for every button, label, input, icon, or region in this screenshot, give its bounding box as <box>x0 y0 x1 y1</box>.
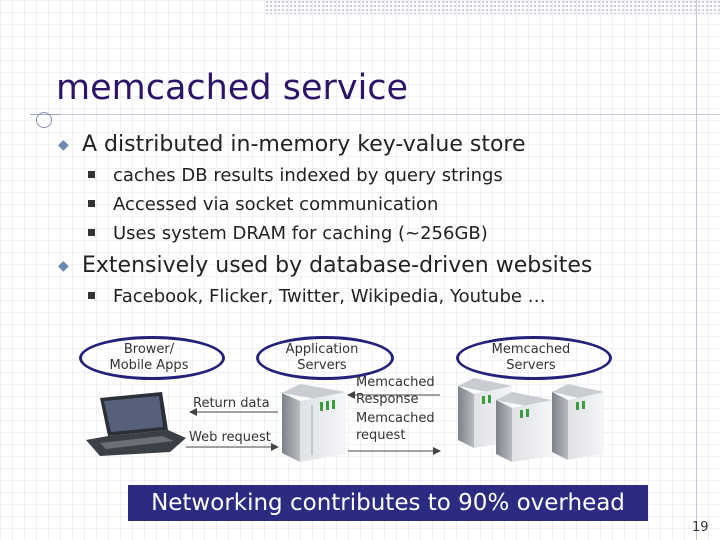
memcached-request-line2: request <box>356 428 406 443</box>
app-server-ellipse <box>256 336 394 380</box>
top-dotted-band <box>265 0 720 14</box>
memcached-response-line1: Memcached <box>356 375 435 390</box>
page-number: 19 <box>692 520 709 535</box>
sub-bullet-text: Uses system DRAM for caching (~256GB) <box>113 223 488 244</box>
mem-label-line2: Servers <box>506 358 556 373</box>
app-label-line1: Application <box>285 342 359 357</box>
memcached-server-ellipse <box>456 336 612 380</box>
memcached-server-icon <box>552 384 604 460</box>
application-server-icon <box>282 384 346 462</box>
laptop-icon <box>86 392 186 456</box>
memcached-request-label: Memcached request <box>356 410 435 444</box>
memcached-server-label: Memcached Servers <box>486 342 576 374</box>
mem-label-line1: Memcached <box>491 342 571 357</box>
memcached-response-label: Memcached Response <box>356 374 435 408</box>
title-rule-circle <box>36 112 52 128</box>
slide-title: memcached service <box>56 68 409 108</box>
overhead-banner: Networking contributes to 90% overhead <box>128 485 648 521</box>
bullet-1-text: A distributed in-memory key-value store <box>82 132 526 157</box>
client-label-line2: Mobile Apps <box>109 358 189 373</box>
return-data-label: Return data <box>193 396 270 411</box>
client-ellipse <box>79 336 225 380</box>
memcached-request-line1: Memcached <box>356 411 435 426</box>
app-label-line2: Servers <box>297 358 347 373</box>
square-bullet-icon <box>88 229 95 236</box>
sub-bullet: Uses system DRAM for caching (~256GB) <box>88 223 488 244</box>
bullet-1: ◆ A distributed in-memory key-value store <box>58 132 526 157</box>
diamond-bullet-icon: ◆ <box>58 258 69 274</box>
square-bullet-icon <box>88 171 95 178</box>
sub-bullet: Facebook, Flicker, Twitter, Wikipedia, Y… <box>88 286 546 307</box>
horizontal-rule <box>30 114 720 115</box>
client-label-line1: Brower/ <box>123 342 175 357</box>
memcached-server-icon <box>496 392 552 462</box>
bullet-2-text: Extensively used by database-driven webs… <box>82 253 593 278</box>
square-bullet-icon <box>88 292 95 299</box>
sub-bullet: Accessed via socket communication <box>88 194 438 215</box>
square-bullet-icon <box>88 200 95 207</box>
sub-bullet: caches DB results indexed by query strin… <box>88 165 503 186</box>
web-request-label: Web request <box>189 430 271 445</box>
app-server-label: Application Servers <box>276 342 368 374</box>
sub-bullet-text: caches DB results indexed by query strin… <box>113 165 503 186</box>
bullet-2: ◆ Extensively used by database-driven web… <box>58 253 592 278</box>
vertical-rule <box>696 0 697 540</box>
sub-bullet-text: Accessed via socket communication <box>113 194 439 215</box>
client-label: Brower/ Mobile Apps <box>104 342 194 374</box>
diamond-bullet-icon: ◆ <box>58 137 69 153</box>
sub-bullet-text: Facebook, Flicker, Twitter, Wikipedia, Y… <box>113 286 546 307</box>
memcached-response-line2: Response <box>356 392 419 407</box>
